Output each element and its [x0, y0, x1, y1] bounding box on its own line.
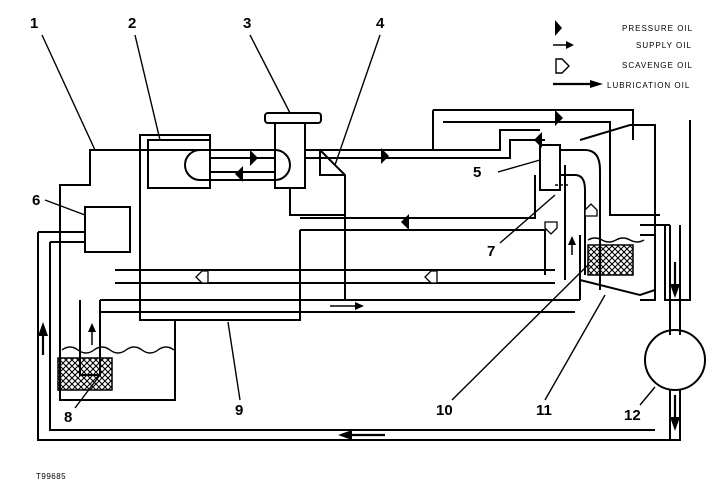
scavenge-oil-arrow	[424, 270, 438, 284]
scavenge-oil-arrow	[584, 203, 598, 217]
scavenge-oil-arrow	[544, 221, 558, 235]
legend: PRESSURE OIL SUPPLY OIL SCAVENGE OIL LUB…	[553, 20, 693, 90]
figure-id: T99685	[36, 472, 66, 481]
scavenge-lines	[115, 203, 598, 284]
callout-8: 8	[64, 409, 72, 426]
callout-7: 7	[487, 243, 495, 260]
scavenge-pump	[644, 225, 706, 441]
pressure-oil-arrow	[235, 166, 243, 182]
oil-tank	[57, 346, 175, 391]
leader-lines	[41, 34, 656, 409]
lubrication-oil-symbol-head	[590, 80, 603, 88]
callout-11: 11	[536, 402, 552, 419]
callout-4: 4	[376, 15, 385, 32]
callout-numbers: 1 2 3 4 5 6 7 8 9 10 11 12	[30, 15, 641, 426]
pressure-oil-arrow	[250, 150, 258, 166]
callout-12: 12	[624, 407, 641, 424]
callout-2: 2	[128, 15, 136, 32]
supply-lines	[300, 175, 546, 275]
scavenge-oil-arrow	[195, 270, 209, 284]
supply-oil-symbol-head	[566, 41, 574, 49]
legend-pressure-oil-label: PRESSURE OIL	[622, 24, 693, 33]
callout-6: 6	[32, 192, 40, 209]
lubrication-oil-arrow-head	[38, 322, 48, 336]
lubrication-oil-arrow-head	[670, 417, 680, 431]
pressure-oil-arrow	[381, 148, 389, 164]
callout-3: 3	[243, 15, 251, 32]
pressure-lines	[305, 109, 634, 164]
supply-oil-arrow-head	[568, 236, 576, 245]
callout-5: 5	[473, 164, 481, 181]
callout-9: 9	[235, 402, 243, 419]
oil-cooler	[37, 206, 665, 441]
lubrication-oil-arrow-head	[670, 284, 680, 298]
legend-scavenge-oil-label: SCAVENGE OIL	[622, 61, 693, 70]
supply-oil-arrow-head	[88, 323, 96, 332]
supply-flow-lines	[79, 235, 581, 376]
pressure-oil-arrow	[555, 110, 563, 126]
pump-housing	[147, 139, 291, 189]
callout-10: 10	[436, 402, 453, 419]
legend-lubrication-oil-label: LUBRICATION OIL	[607, 81, 690, 90]
pressure-oil-symbol	[555, 20, 562, 36]
callout-1: 1	[30, 15, 38, 32]
lubrication-oil-arrow-head	[338, 430, 352, 440]
valve-assembly	[539, 144, 601, 290]
pressure-oil-arrow	[401, 214, 409, 230]
legend-supply-oil-label: SUPPLY OIL	[636, 41, 692, 50]
scavenge-oil-symbol	[555, 58, 570, 74]
reservoir	[579, 120, 691, 301]
supply-oil-arrow-head	[355, 302, 364, 310]
